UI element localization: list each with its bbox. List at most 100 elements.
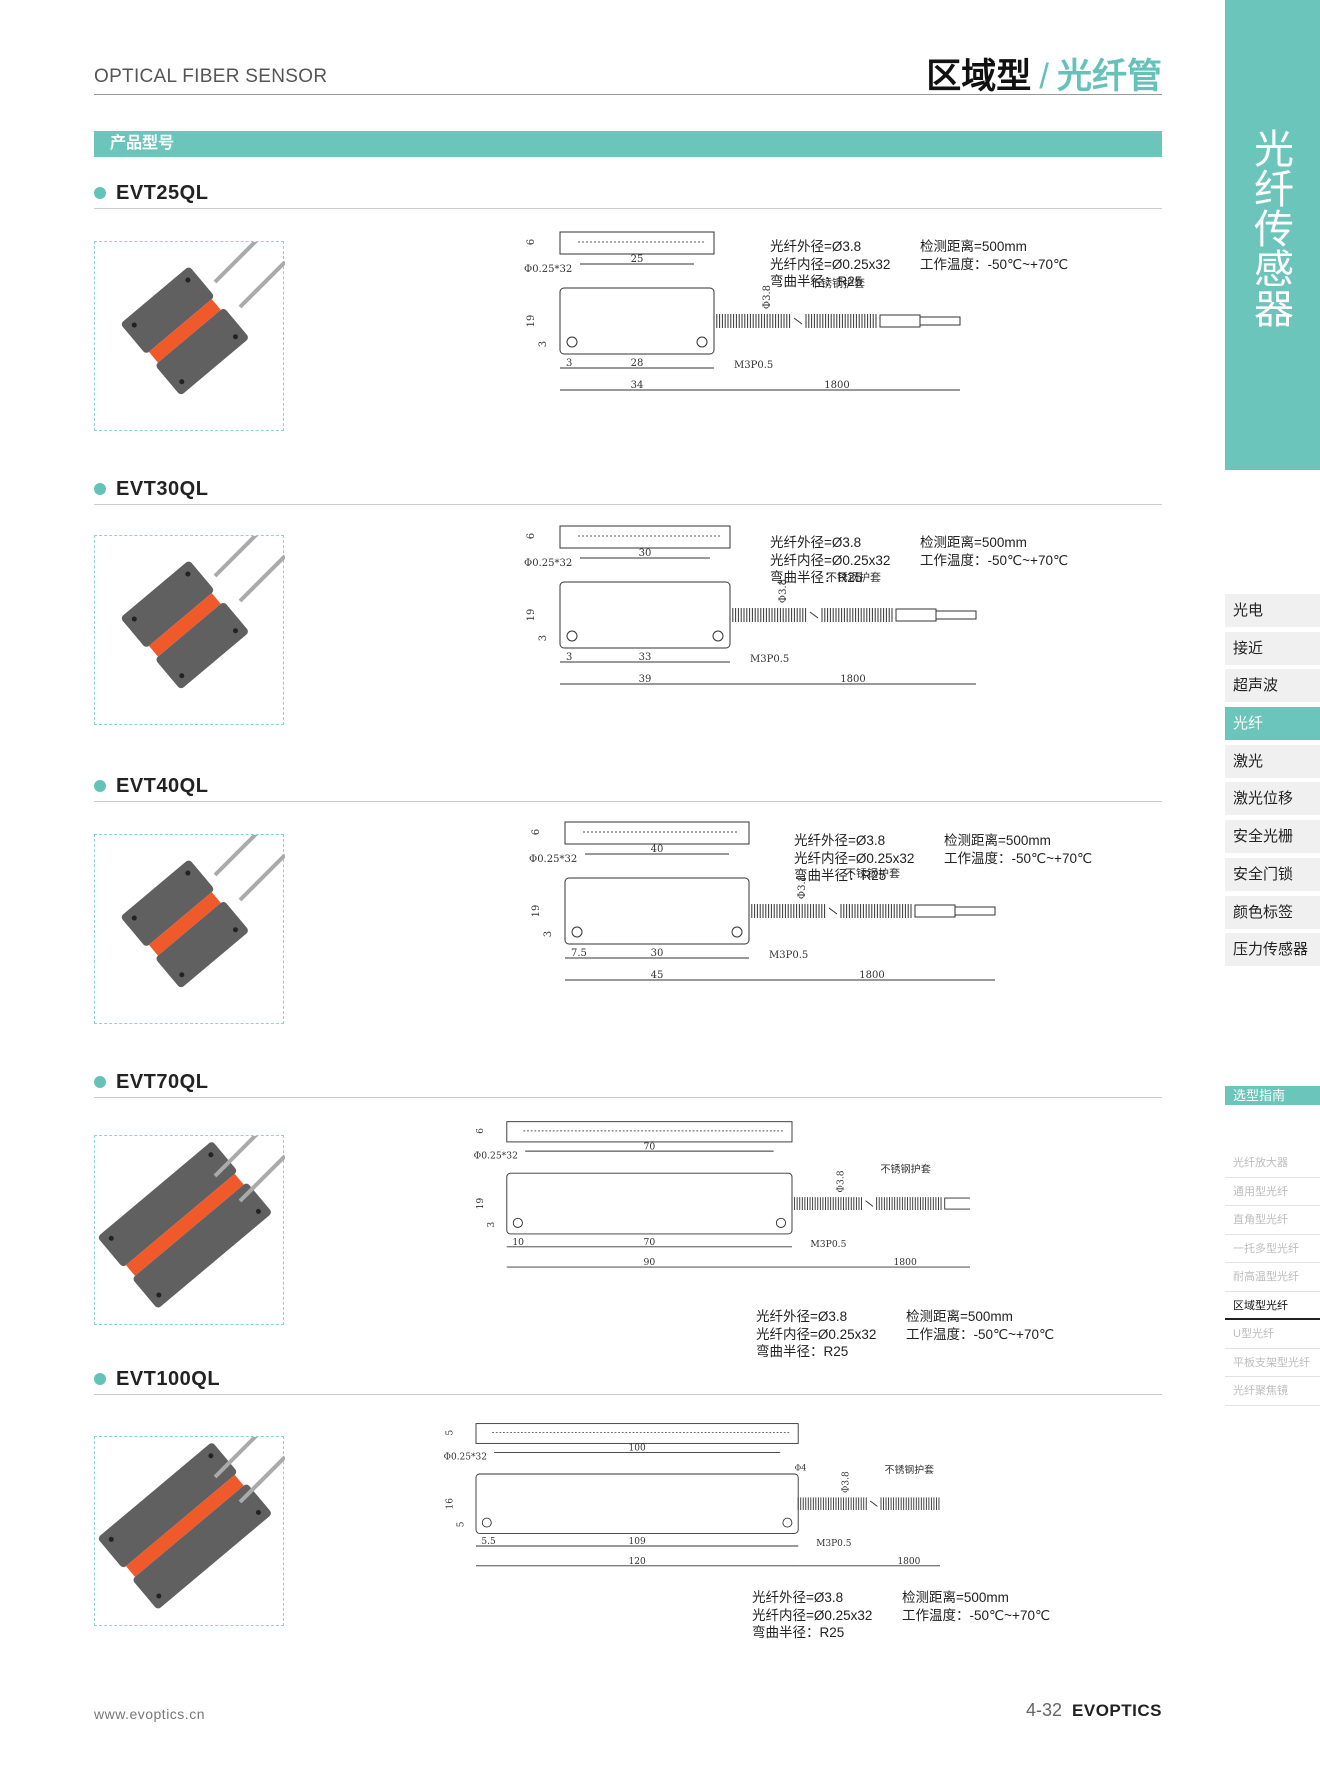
footer-right: 4-32 EVOPTICS (1026, 1700, 1162, 1721)
fiber-diameter-label: Φ3.8 (778, 579, 789, 603)
sensor-body-upper (121, 267, 214, 353)
body-length-label: 45 (651, 970, 664, 981)
spec-empty (902, 1624, 1072, 1642)
mount-hole-left (571, 926, 583, 938)
spec-temp: 工作温度：-50℃~+70℃ (920, 552, 1069, 568)
subnav-item[interactable]: 光纤聚焦镜 (1225, 1377, 1320, 1406)
fiber-count-label: Φ0.25*32 (474, 1150, 518, 1161)
product-divider (94, 208, 1162, 209)
footer-website[interactable]: www.evoptics.cn (94, 1706, 205, 1722)
mount-hole-right (731, 926, 743, 938)
thread-label: M3P0.5 (750, 654, 789, 665)
spec-distance: 检测距离=500mm (906, 1309, 1013, 1324)
sidebar-item[interactable]: 光电 (1225, 594, 1320, 627)
hole-pitch-label: 70 (644, 1237, 656, 1248)
product-model: EVT40QL (116, 774, 209, 797)
sidebar-item[interactable]: 接近 (1225, 631, 1320, 665)
fiber-diameter-label: Φ3.8 (762, 285, 773, 309)
mount-hole-left (512, 1217, 523, 1228)
sidebar-item[interactable]: 超声波 (1225, 669, 1320, 703)
spec-bend: 弯曲半径：R25 (752, 1625, 845, 1640)
top-view (559, 525, 731, 549)
subnav-item[interactable]: 通用型光纤 (1225, 1178, 1320, 1206)
spec-distance: 检测距离=500mm (920, 239, 1027, 254)
subnav-item[interactable]: 耐高温型光纤 (1225, 1263, 1320, 1292)
mount-hole-right (712, 630, 724, 642)
fiber-count-label: Φ0.25*32 (444, 1453, 487, 1463)
spec-outer: 光纤外径=Ø3.8 (752, 1590, 844, 1605)
subnav-item[interactable]: 平板支架型光纤 (1225, 1349, 1320, 1377)
top-view (564, 821, 750, 845)
bullet-icon (94, 187, 106, 199)
header-subtitle: OPTICAL FIBER SENSOR (94, 66, 328, 87)
spec-inner: 光纤内径=Ø0.25x32 (756, 1326, 877, 1342)
hole-offset-label: 5 (456, 1521, 466, 1527)
front-view (506, 1172, 793, 1235)
hole-x-label: 7.5 (571, 948, 587, 959)
sidebar-item[interactable]: 安全门锁 (1225, 857, 1320, 891)
spec-bend: 弯曲半径：R25 (794, 868, 887, 883)
sheath-label: 不锈钢护套 (826, 570, 881, 584)
spec-empty (906, 1343, 1076, 1361)
front-view (475, 1473, 799, 1534)
hole-x-label: 3 (566, 358, 572, 369)
hole-offset-label: 3 (486, 1222, 497, 1228)
front-view (559, 287, 715, 355)
sidebar-title-char: 器 (1254, 288, 1294, 332)
cable-length-label: 1800 (859, 970, 884, 981)
sidebar-title-char: 传 (1254, 208, 1294, 252)
sidebar-item[interactable]: 激光位移 (1225, 782, 1320, 816)
spec-temp: 工作温度：-50℃~+70℃ (920, 256, 1069, 272)
spec-bend: 弯曲半径：R25 (756, 1344, 849, 1359)
page-title: 区域型/光纤管 (926, 48, 1162, 99)
body-length-label: 120 (629, 1557, 646, 1567)
hole-pitch-label: 30 (651, 948, 664, 959)
selection-guide-label: 选型指南 (1225, 1086, 1320, 1105)
spec-distance: 检测距离=500mm (902, 1590, 1009, 1605)
bullet-icon (94, 780, 106, 792)
subnav-item[interactable]: 一托多型光纤 (1225, 1235, 1320, 1263)
sidebar-item[interactable]: 安全光栅 (1225, 820, 1320, 854)
sensor-body-lower (133, 1484, 271, 1609)
window-width-label: 70 (644, 1141, 656, 1152)
sidebar-item[interactable]: 压力传感器 (1225, 933, 1320, 967)
subnav-item[interactable]: U型光纤 (1225, 1320, 1320, 1349)
fiber-diameter-label: Φ3.8 (836, 1170, 847, 1192)
sheath-label: 不锈钢护套 (885, 1463, 935, 1476)
cable-end (895, 608, 937, 622)
product-divider (94, 801, 1162, 802)
top-view (475, 1423, 799, 1444)
height-label: 19 (526, 609, 537, 622)
hole-offset-label: 3 (538, 635, 549, 641)
subnav-item[interactable]: 直角型光纤 (1225, 1206, 1320, 1235)
thickness-label: 6 (475, 1128, 486, 1134)
product-title: EVT70QL (94, 1067, 208, 1097)
top-view (506, 1121, 793, 1143)
sidebar-item[interactable]: 激光 (1225, 744, 1320, 778)
sensor-body-upper (98, 1443, 237, 1568)
product-model: EVT70QL (116, 1070, 209, 1093)
hole-diameter-label: Φ4 (795, 1462, 807, 1472)
sheath-label: 不锈钢护套 (845, 866, 900, 880)
spec-distance: 检测距离=500mm (944, 833, 1051, 848)
sensor-photo (121, 230, 287, 395)
subnav-item[interactable]: 区域型光纤 (1225, 1292, 1320, 1320)
sheath-label: 不锈钢护套 (880, 1162, 931, 1175)
thread-label: M3P0.5 (810, 1239, 846, 1250)
height-label: 19 (475, 1198, 486, 1210)
subnav-item[interactable]: 光纤放大器 (1225, 1149, 1320, 1178)
fiber-count-label: Φ0.25*32 (524, 558, 572, 569)
sidebar-item[interactable]: 颜色标签 (1225, 895, 1320, 929)
thickness-label: 5 (446, 1429, 456, 1435)
top-view (559, 231, 715, 255)
sidebar-item[interactable]: 光纤 (1225, 707, 1320, 741)
sidebar-vertical-title: 光 纤 传 感 器 (1252, 130, 1296, 330)
hole-x-label: 5.5 (481, 1537, 496, 1547)
